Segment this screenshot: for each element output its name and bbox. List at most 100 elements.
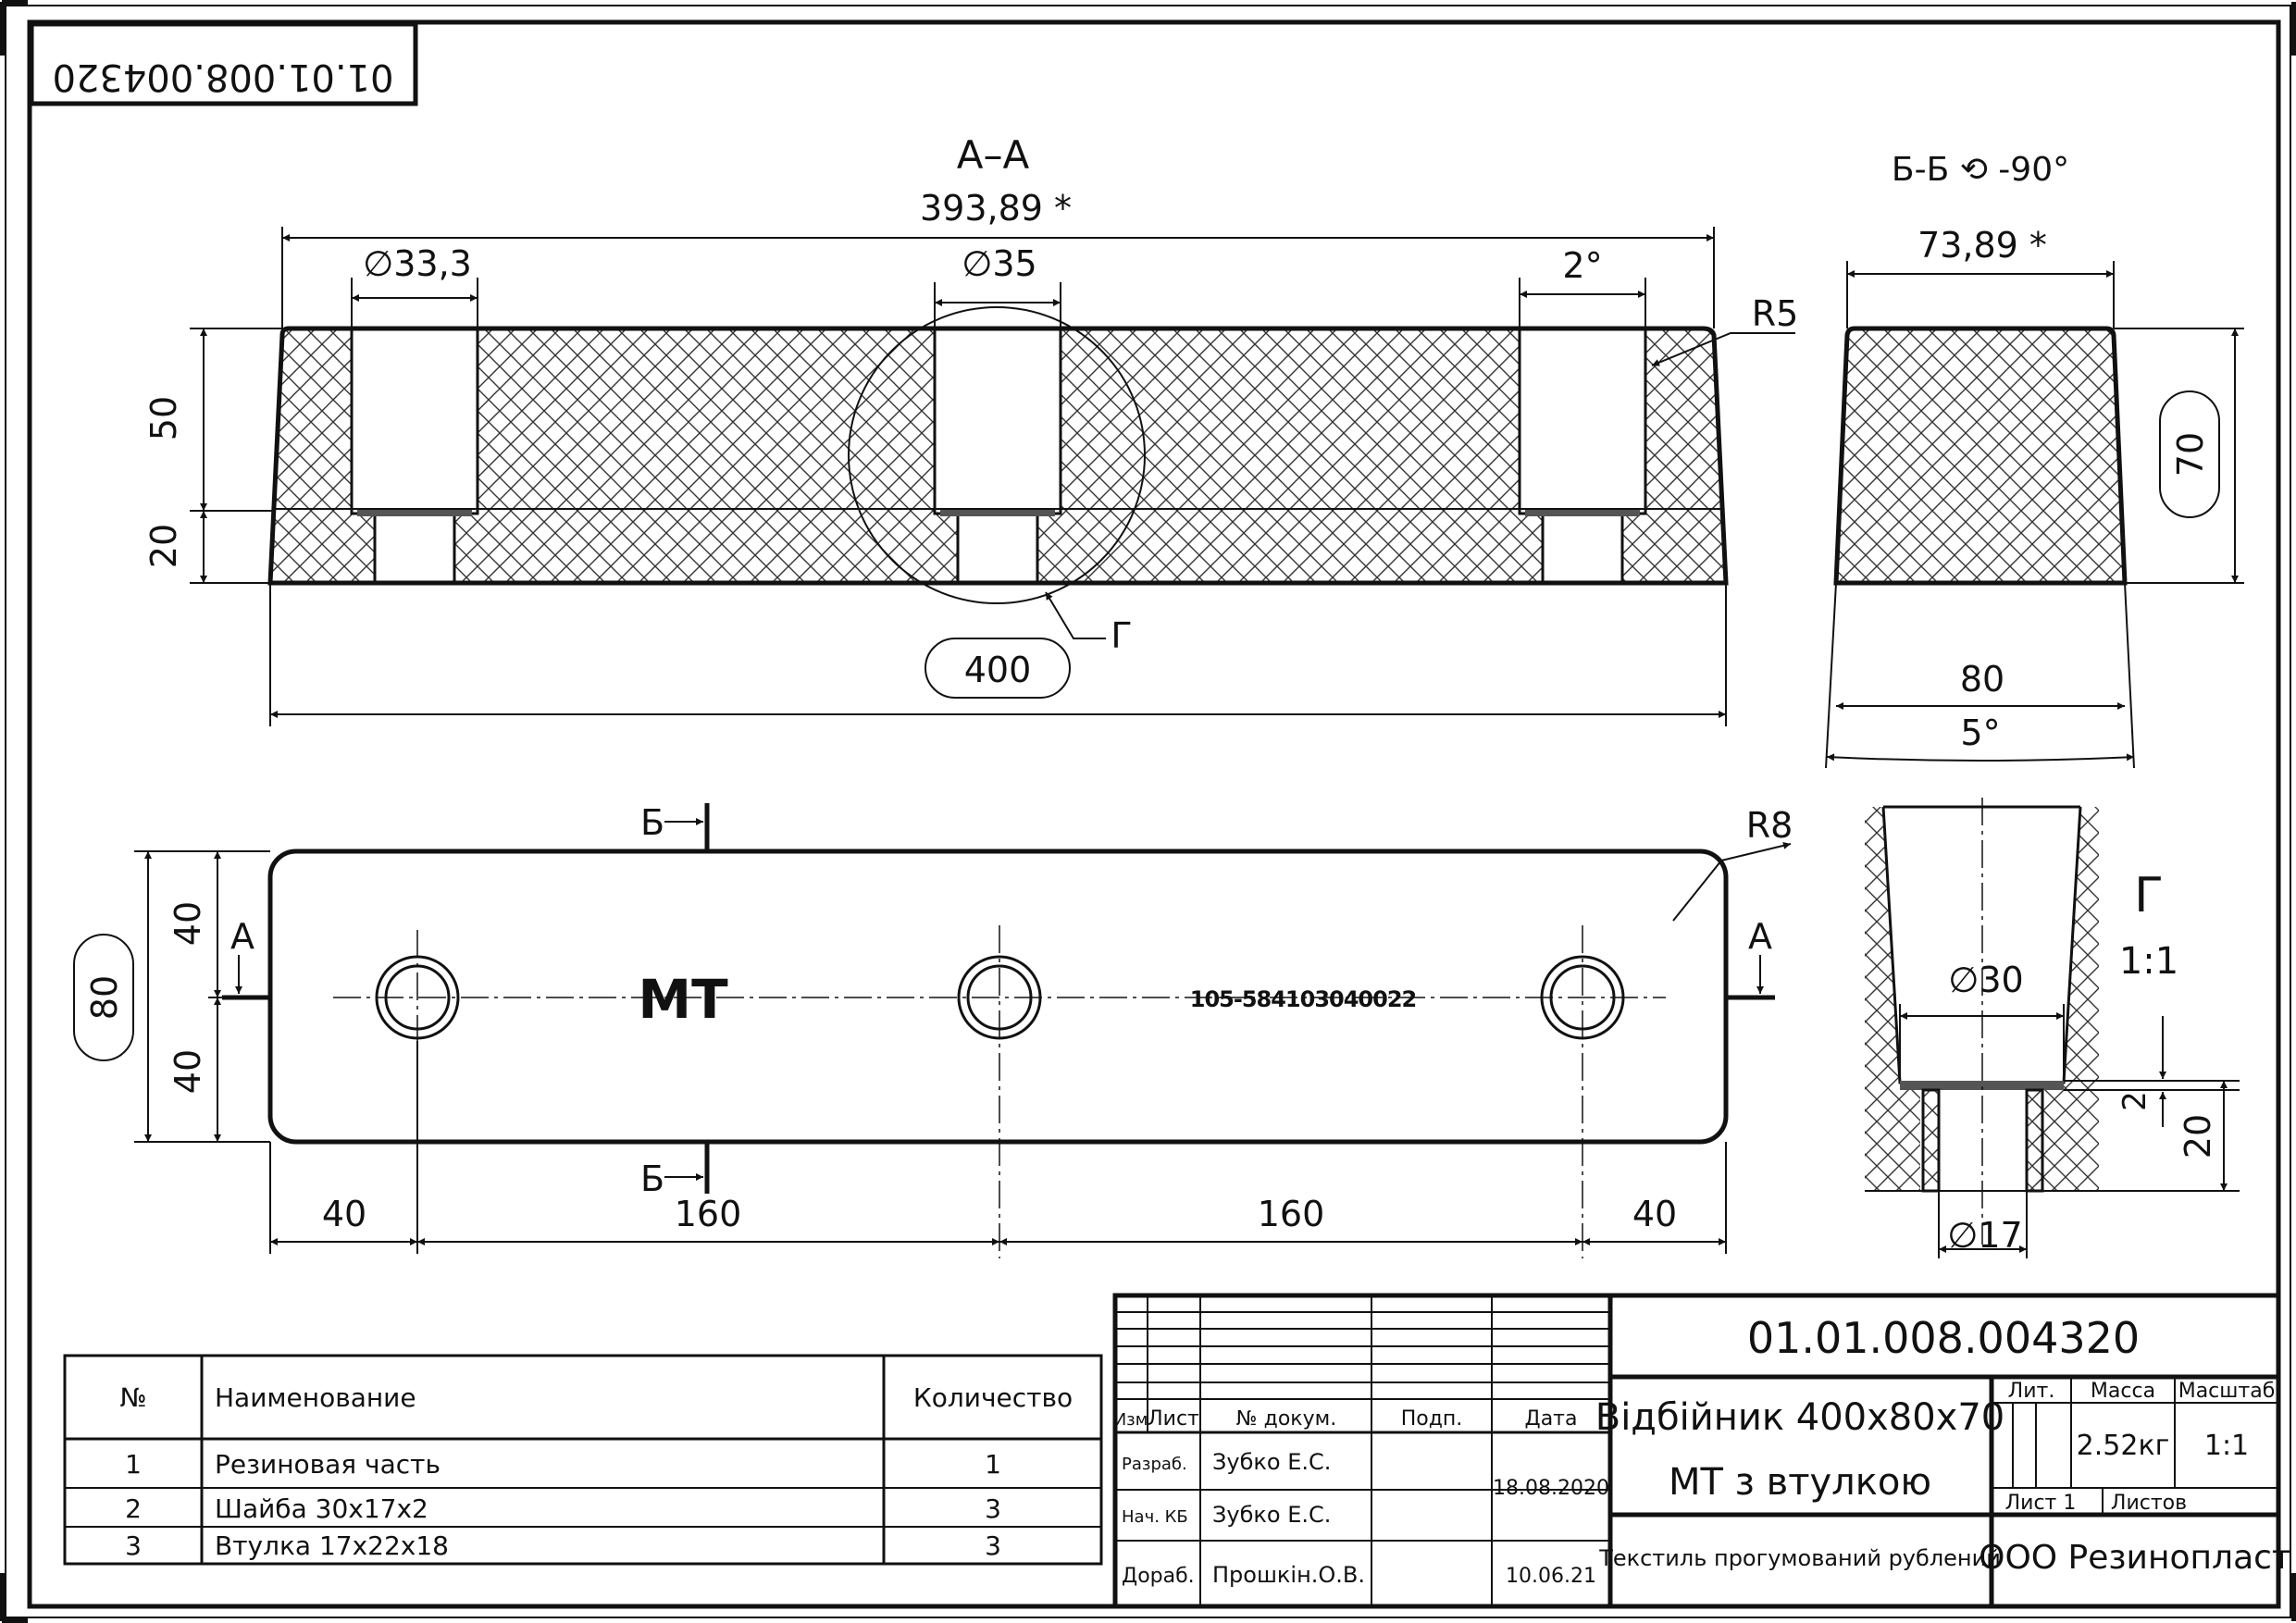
section-b-b-title: Б-Б ⟲ -90° (1892, 151, 2069, 189)
plan-view: МТ 105-584103040022 Б Б А А R8 40 40 80 (73, 802, 1793, 1258)
marker-b-top: Б (640, 802, 664, 843)
hole-right (1540, 925, 1625, 1258)
hd-label-3: 160 (1258, 1194, 1325, 1234)
tb-name-1: Зубко Е.С. (1212, 1449, 1331, 1475)
angle-label: 2° (1562, 245, 1602, 286)
bom-row2-name: Шайба 30х17х2 (215, 1493, 428, 1524)
washer-right (1525, 509, 1640, 516)
hd-label-1: 40 (322, 1194, 366, 1234)
title-block: Изм Лист № докум. Подп. Дата Разраб. Зуб… (1112, 1293, 2291, 1609)
bb-w-ext1 (1825, 582, 1837, 769)
tb-scale-value: 1:1 (2204, 1430, 2249, 1462)
tb-name-3: Прошкін.О.В. (1212, 1562, 1365, 1588)
marker-a-left: А (230, 916, 254, 957)
section-a-a-title: А–А (957, 132, 1030, 178)
pv-40-bottom-label: 40 (168, 1049, 208, 1094)
bom-row1-name: Резиновая часть (215, 1449, 441, 1480)
tb-date-1: 18.08.2020 (1493, 1477, 1609, 1500)
tb-role-2: Нач. КБ (1122, 1507, 1188, 1527)
dim2-label: 2 (2116, 1091, 2153, 1111)
washer-mid (940, 509, 1055, 516)
stamp-number: 01.01.008.004320 (53, 56, 394, 98)
h20-label: 20 (143, 524, 184, 568)
tb-name-line1: Відбійник 400х80х70 (1595, 1396, 2005, 1439)
bom-row3-name: Втулка 17х22х18 (215, 1530, 449, 1561)
bb-w-ext2 (2124, 582, 2135, 769)
r5-leader (1651, 332, 1795, 366)
r8-label: R8 (1746, 805, 1793, 846)
height-box-label: 70 (2170, 432, 2211, 477)
hd-label-4: 40 (1632, 1194, 1677, 1234)
bom-row1-qty: 1 (985, 1449, 1001, 1480)
r5-label: R5 (1752, 293, 1799, 334)
detail-washer (1900, 1081, 2064, 1090)
d35-label: ∅35 (962, 243, 1036, 284)
bom-row3-qty: 3 (985, 1530, 1001, 1561)
tb-col-list: Лист (1148, 1407, 1199, 1431)
detail-ref-label: Г (1111, 615, 1132, 656)
tb-col-izm: Изм (1114, 1410, 1148, 1430)
bom-row2-qty: 3 (985, 1493, 1001, 1524)
section-b-b: Б-Б ⟲ -90° 73,89 * 70 80 5° (1825, 151, 2244, 769)
tb-name-line2: МТ з втулкою (1669, 1461, 1931, 1504)
detail-leader (1045, 591, 1106, 639)
detail-bushing-left-wall (1921, 1088, 1941, 1193)
bb-angle-label: 5° (1960, 712, 2000, 753)
detail-g: Г 1:1 ∅30 2 20 ∅17 (1865, 798, 2240, 1258)
detail-g-scale: 1:1 (2119, 940, 2178, 983)
hd-label-2: 160 (675, 1194, 742, 1234)
d17-label: ∅17 (1947, 1215, 2022, 1256)
pocket-right (1518, 327, 1647, 515)
tb-date-2: 10.06.21 (1506, 1565, 1596, 1588)
bom-header-name: Наименование (215, 1382, 416, 1413)
tb-mass-value: 2.52кг (2077, 1430, 2170, 1462)
detail-hatch-wedge-right (2036, 807, 2071, 1191)
r8-leader (1672, 841, 1792, 922)
bb-angle-arc (1826, 753, 2135, 762)
tb-name-2: Зубко Е.С. (1212, 1502, 1331, 1528)
pocket-left (350, 327, 479, 515)
tb-mass-label: Масса (2091, 1380, 2155, 1403)
pv-40-top-label: 40 (168, 901, 208, 946)
tb-col-sign: Подп. (1401, 1407, 1463, 1431)
bom-row1-no: 1 (125, 1449, 142, 1480)
detail-hatch-wedge-left (1891, 807, 1920, 1191)
len-box (925, 638, 1071, 699)
bom-header-qty: Количество (913, 1382, 1073, 1413)
plan-outline (267, 849, 1729, 1145)
stamp-box (29, 21, 418, 106)
washer-left (357, 509, 472, 516)
d30-label: ∅30 (1948, 960, 2023, 1000)
height-box (2159, 390, 2220, 518)
tb-company: ООО Резинопласт (1979, 1539, 2291, 1577)
tb-scale-label: Масштаб (2178, 1380, 2276, 1403)
tb-role-1: Разраб. (1122, 1455, 1187, 1474)
pv-width-label: 80 (84, 975, 125, 1020)
len-box-label: 400 (964, 650, 1032, 690)
detail-g-title: Г (2134, 868, 2164, 923)
pv-width-box (73, 934, 134, 1061)
overall-top-dim: 393,89 * (920, 188, 1072, 229)
bom-row2-no: 2 (125, 1493, 142, 1524)
bom-row3-no: 3 (125, 1530, 142, 1561)
bushing-left (373, 512, 456, 585)
bom-table: № Наименование Количество 1 Резиновая ча… (63, 1354, 1103, 1566)
bom-header-no: № (119, 1382, 146, 1413)
tb-doc-number: 01.01.008.004320 (1747, 1313, 2140, 1363)
tb-col-date: Дата (1525, 1407, 1578, 1431)
section-a-a: Г А–А 393,89 * ∅33,3 ∅35 2° R5 50 20 (143, 132, 1798, 726)
tb-sheet-label: Лист 1 (2005, 1492, 2077, 1515)
section-b-b-outline (1833, 326, 2128, 586)
bushing-right (1541, 512, 1624, 585)
hole-mid (957, 925, 1042, 1258)
hole-left (375, 930, 460, 1064)
top-width-label: 73,89 * (1917, 225, 2047, 266)
section-b-b-body (1836, 328, 2125, 583)
outer-frame (5, 5, 2291, 1618)
dim20-label: 20 (2178, 1114, 2218, 1158)
detail-bushing-right-wall (2025, 1088, 2044, 1193)
pocket-mid (933, 327, 1062, 515)
d33-label: ∅33,3 (363, 243, 472, 284)
